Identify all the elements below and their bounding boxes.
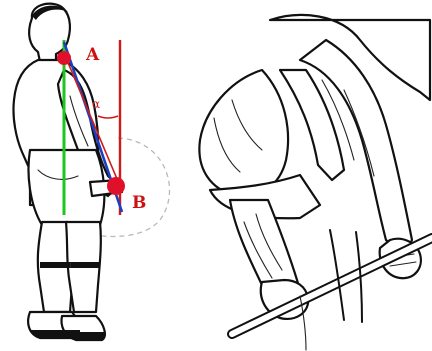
right-panel bbox=[199, 15, 432, 350]
left-panel: α A B bbox=[13, 4, 169, 340]
point-B-label: B bbox=[132, 193, 146, 213]
middle-arm-drawing bbox=[280, 70, 344, 180]
point-A-label: A bbox=[85, 45, 100, 65]
angle-label: α bbox=[92, 97, 100, 111]
point-A-marker bbox=[57, 51, 71, 65]
point-B-marker bbox=[107, 177, 125, 195]
left-shoulder-drawing bbox=[199, 70, 288, 196]
angle-arc bbox=[98, 116, 118, 118]
